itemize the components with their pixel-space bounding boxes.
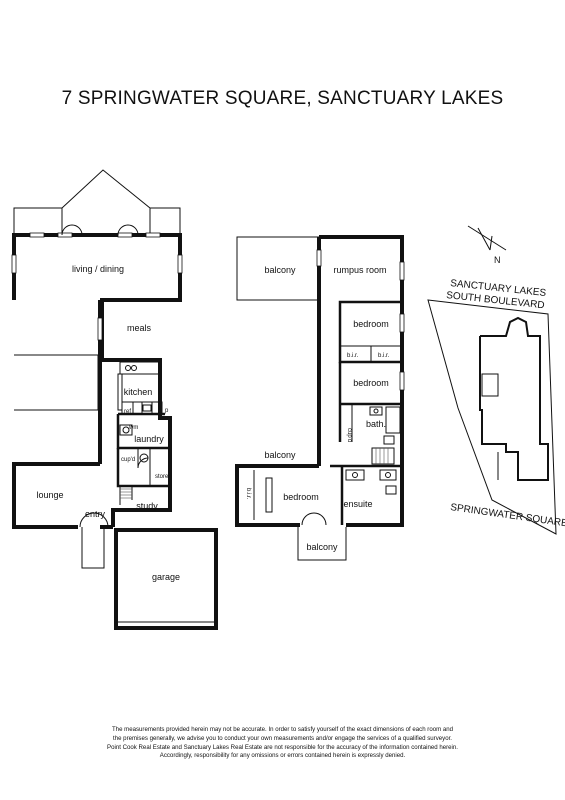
room-label-cupd-first: cup'd xyxy=(346,428,352,442)
ground-floor-plan xyxy=(11,169,218,630)
balcony-bottom-outline xyxy=(297,527,347,561)
bathtub xyxy=(385,406,401,434)
kitchen-bench xyxy=(119,361,161,375)
room-label-wm: wm xyxy=(128,425,138,431)
master-bed-marker xyxy=(265,477,273,513)
lounge-walls xyxy=(12,462,100,529)
north-label: N xyxy=(494,255,501,265)
room-label-meals: meals xyxy=(127,323,152,333)
room-label-kitchen: kitchen xyxy=(124,387,153,397)
disclaimer: The measurements provided herein may not… xyxy=(40,726,525,761)
stairs-first-floor xyxy=(371,447,395,465)
room-label-bir-master: b.i.r. xyxy=(245,488,251,500)
room-label-bedroom-1: bedroom xyxy=(353,319,389,329)
north-arrow xyxy=(467,225,507,251)
page-title: 7 SPRINGWATER SQUARE, SANCTUARY LAKES xyxy=(61,88,504,109)
first-floor-plan xyxy=(235,235,405,561)
ground-floor-walls xyxy=(12,233,182,527)
room-label-bir-2: b.i.r. xyxy=(378,353,390,359)
courtyard-outline xyxy=(14,354,99,411)
room-label-garage: garage xyxy=(152,572,180,582)
room-label-cupd: cup'd xyxy=(121,457,135,463)
room-label-study: study xyxy=(136,501,158,511)
room-label-balcony-mid: balcony xyxy=(264,450,296,460)
garage-walls xyxy=(114,528,218,630)
entry-portico xyxy=(81,527,105,569)
room-label-ref: ref xyxy=(124,409,131,415)
room-label-bir-1: b.i.r. xyxy=(347,353,359,359)
room-label-laundry: laundry xyxy=(134,434,164,444)
disclaimer-line-4: Accordingly, responsibility for any omis… xyxy=(159,752,406,760)
room-label-p: p xyxy=(165,408,169,414)
room-label-balcony-top: balcony xyxy=(264,265,296,275)
site-boundary xyxy=(427,299,557,535)
room-label-bath: bath. xyxy=(366,419,386,429)
room-label-lounge: lounge xyxy=(36,490,63,500)
disclaimer-line-2: the premises generally, we advise you to… xyxy=(113,734,452,742)
room-label-bedroom-2: bedroom xyxy=(353,378,389,388)
disclaimer-line-3: Point Cook Real Estate and Sanctuary Lak… xyxy=(107,743,458,751)
room-label-store: store xyxy=(155,474,169,480)
room-label-rumpus-room: rumpus room xyxy=(333,265,386,275)
room-label-entry: entry xyxy=(85,509,106,519)
room-label-ensuite: ensuite xyxy=(343,499,372,509)
room-label-balcony-bottom: balcony xyxy=(306,542,338,552)
room-label-bedroom-master: bedroom xyxy=(283,492,319,502)
disclaimer-line-1: The measurements provided herein may not… xyxy=(111,726,454,733)
balcony-top-outline xyxy=(236,236,319,301)
stairs-ground xyxy=(119,486,133,505)
street-label-bottom: SPRINGWATER SQUARE xyxy=(450,502,565,529)
front-deck-outline xyxy=(13,169,181,233)
room-label-living-dining: living / dining xyxy=(72,264,124,274)
